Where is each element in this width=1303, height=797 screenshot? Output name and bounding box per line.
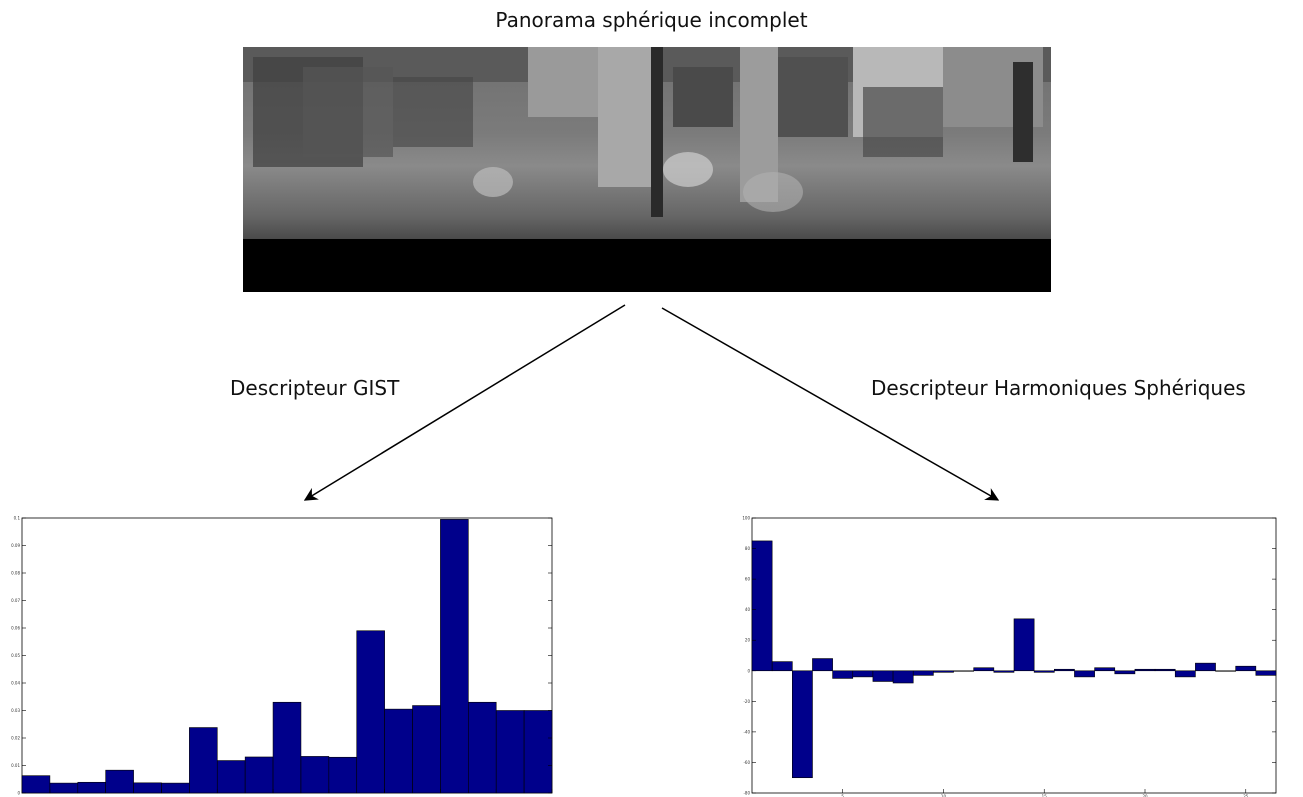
gist-ytick-label: 0.09 <box>11 543 20 548</box>
gist-bar <box>300 756 330 794</box>
sh-bar <box>832 670 854 679</box>
sh-ytick-label: 20 <box>745 638 751 643</box>
gist-ytick-label: 0.06 <box>11 626 20 631</box>
sh-ytick-label: 60 <box>745 577 751 582</box>
sh-ytick-label: 40 <box>745 607 751 612</box>
arrow-to-sh <box>661 307 1000 501</box>
sh-bar <box>1013 618 1035 672</box>
sh-ytick-label: 80 <box>745 546 751 551</box>
gist-bar <box>216 760 246 794</box>
gist-ytick-label: 0.03 <box>11 708 20 713</box>
gist-bar <box>105 769 134 794</box>
sh-bar <box>1134 668 1156 672</box>
gist-bar <box>356 630 385 794</box>
gist-bar <box>384 708 413 794</box>
sh-ytick-label: -60 <box>743 760 750 765</box>
gist-ytick-label: 0.1 <box>14 516 21 521</box>
gist-bar <box>77 781 106 794</box>
sh-ytick-label: -80 <box>743 791 750 796</box>
gist-ytick-label: 0.07 <box>11 598 20 603</box>
sh-bar <box>1174 670 1196 678</box>
sh-bar <box>953 670 974 672</box>
gist-bar <box>328 756 358 794</box>
sh-descriptor-label: Descripteur Harmoniques Sphériques <box>871 376 1246 400</box>
sh-bar <box>1195 662 1216 672</box>
gist-ytick-label: 0 <box>17 791 20 796</box>
sh-bar <box>1094 667 1116 672</box>
gist-bar <box>272 701 302 794</box>
gist-bar <box>468 701 497 794</box>
gist-descriptor-label: Descripteur GIST <box>230 376 400 400</box>
sh-bar <box>912 670 934 676</box>
panorama-missing-region <box>243 239 1051 292</box>
panorama-image <box>243 47 1051 292</box>
gist-ytick-label: 0.01 <box>11 763 20 768</box>
sh-ytick-label: 0 <box>747 668 750 673</box>
gist-bar <box>440 519 469 794</box>
sh-bar <box>812 658 833 672</box>
sh-ytick-label: -40 <box>743 729 750 734</box>
sh-bar <box>1074 670 1095 678</box>
gist-ytick-label: 0.05 <box>11 653 20 658</box>
sh-bar <box>1033 670 1055 673</box>
sh-bar <box>1215 670 1236 672</box>
sh-bar <box>751 540 773 672</box>
sh-ytick-label: -20 <box>743 699 750 704</box>
gist-ytick-label: 0.02 <box>11 736 20 741</box>
gist-bar <box>189 727 218 794</box>
gist-bar <box>21 775 51 794</box>
sh-bar <box>892 670 914 684</box>
gist-ytick-label: 0.08 <box>11 571 20 576</box>
gist-bar <box>161 782 190 794</box>
sh-bar <box>973 667 995 672</box>
sh-bar <box>1114 670 1136 675</box>
gist-bar <box>523 710 553 794</box>
gist-bar <box>495 710 525 794</box>
gist-bar-chart: 0 0.01 0.02 0.03 0.04 0.05 0.06 0.07 0.08 0.09 0.1 <box>11 516 553 796</box>
sh-bar <box>771 661 793 672</box>
sh-bar <box>933 670 954 673</box>
gist-bar <box>133 782 162 794</box>
sh-bar <box>792 670 813 779</box>
gist-bar <box>49 782 79 794</box>
sh-bar <box>1235 665 1257 672</box>
sh-bar <box>1154 668 1176 672</box>
sh-bar <box>852 670 874 678</box>
sh-ytick-label: 100 <box>742 516 750 521</box>
sh-bar <box>993 670 1015 673</box>
arrow-to-gist <box>303 304 626 501</box>
gist-bar <box>412 705 441 794</box>
sh-bar <box>1255 670 1277 676</box>
sh-bar <box>1054 668 1075 672</box>
gist-ytick-label: 0.04 <box>11 681 20 686</box>
sh-bar <box>872 670 894 682</box>
panorama-scene <box>243 47 1051 239</box>
gist-bar <box>244 756 274 794</box>
figure-title: Panorama sphérique incomplet <box>495 8 808 32</box>
